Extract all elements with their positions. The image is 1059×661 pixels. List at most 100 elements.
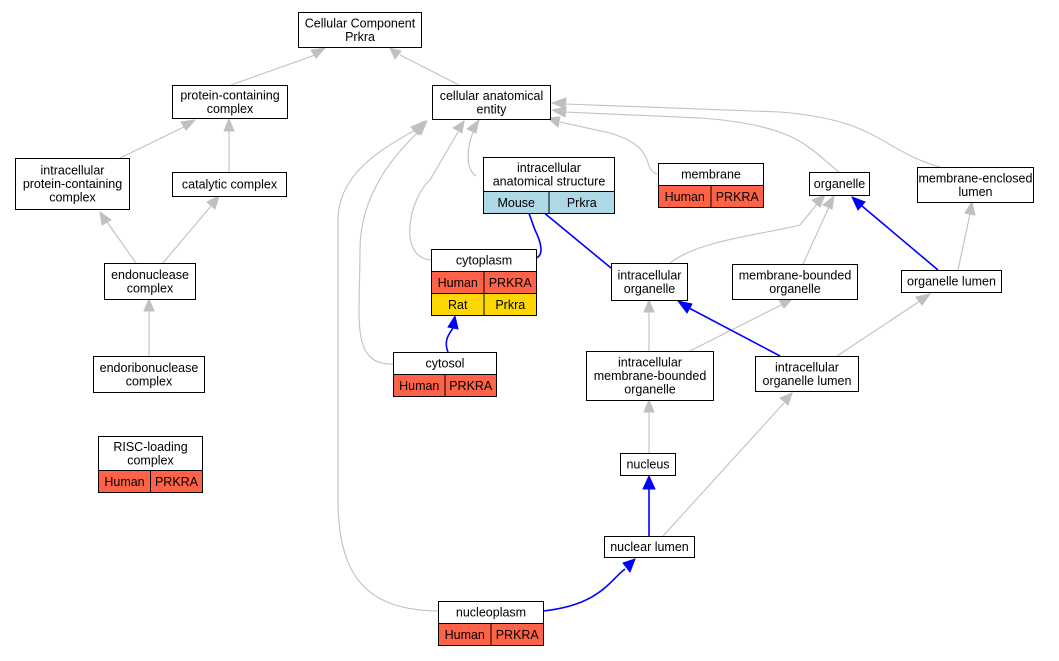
edge-arrowhead (964, 200, 976, 216)
edge-ol-to-organelle (851, 196, 939, 271)
node-label-line: cytosol (426, 357, 465, 371)
edge-catalytic-to-protein_complex (223, 117, 235, 172)
edge-line (119, 125, 187, 159)
edge-arrowhead (851, 196, 866, 211)
annotation-species: Human (438, 276, 478, 290)
edge-arrowhead (643, 398, 655, 413)
annotation-gene: Prkra (495, 298, 525, 312)
node-label-line: organelle lumen (763, 374, 852, 388)
edge-arrowhead (447, 314, 459, 330)
edges-layer (99, 47, 976, 612)
node-box (93, 356, 205, 393)
node-nuclear_lumen[interactable]: nuclear lumen (604, 536, 695, 558)
annotation-gene-cell (710, 185, 764, 208)
annotation-species: Human (445, 628, 485, 642)
node-label-line: complex (127, 453, 174, 467)
annotation-gene-cell (483, 293, 537, 316)
edge-line (662, 402, 785, 537)
edge-line (836, 300, 921, 357)
node-label-line: organelle (624, 383, 675, 397)
edge-cytosol-to-cae (358, 119, 429, 365)
edge-line (337, 129, 439, 612)
edge-arrowhead (915, 293, 932, 306)
node-label-line: nucleoplasm (456, 606, 526, 620)
annotation-gene-cell (150, 470, 203, 493)
edge-arrowhead (143, 297, 155, 312)
node-box (611, 263, 688, 301)
node-label-line: membrane-bounded (739, 268, 852, 282)
edge-imbo-to-mbo (689, 297, 795, 352)
node-label-line: intracellular (775, 360, 839, 374)
edge-line (564, 111, 840, 173)
edge-line (542, 568, 626, 612)
node-label-line: organelle (769, 282, 820, 296)
edge-arrowhead (822, 194, 835, 210)
node-organelle[interactable]: organelle (809, 172, 870, 196)
edge-line (861, 205, 939, 271)
edge-arrowhead (550, 106, 567, 118)
node-label-line: complex (207, 102, 254, 116)
edge-cae-to-root (389, 47, 460, 86)
edge-iol-to-io (676, 300, 781, 357)
edge-endonuclease-to-catalytic (162, 195, 220, 264)
annotation-gene-cell (548, 191, 615, 214)
edge-arrowhead (676, 300, 693, 314)
annotation-gene-cell (444, 374, 497, 397)
node-box (604, 536, 695, 558)
node-nucleus[interactable]: nucleus (620, 453, 676, 476)
edge-arrowhead (622, 558, 636, 574)
edge-line (688, 307, 781, 357)
annotation-species: Human (399, 379, 439, 393)
node-label-line: catalytic complex (182, 178, 278, 192)
node-label-line: intracellular (41, 164, 105, 178)
node-label-line: membrane (681, 168, 741, 182)
edge-organelle-to-cae (550, 106, 840, 173)
node-label-line: intracellular (618, 356, 682, 370)
edge-imbo-to-io (643, 298, 655, 351)
node-label-line: RISC-loading (113, 440, 187, 454)
node-label-line: organelle lumen (907, 275, 996, 289)
node-box (809, 172, 870, 196)
node-box (298, 12, 422, 48)
node-box (901, 270, 1002, 293)
node-ol[interactable]: organelle lumen (901, 270, 1002, 293)
edge-ias-to-cae (466, 118, 480, 177)
edge-arrowhead (550, 97, 567, 109)
node-label-line: membrane-enclosed (919, 171, 1033, 185)
node-label-line: endoribonuclease (100, 361, 199, 375)
node-label-line: protein-containing (23, 177, 122, 191)
node-box (917, 167, 1034, 203)
edge-nucleus-to-imbo (643, 398, 655, 453)
node-label-line: endonuclease (111, 268, 189, 282)
edge-line (358, 131, 419, 365)
node-label-line: lumen (958, 185, 992, 199)
edge-protein_complex-to-root (230, 47, 327, 86)
edge-line (230, 54, 316, 86)
annotation-gene: PRKRA (155, 475, 199, 489)
edge-line (467, 131, 477, 177)
node-catalytic[interactable]: catalytic complex (172, 172, 287, 197)
node-label-line: complex (126, 374, 173, 388)
annotation-gene: PRKRA (489, 276, 533, 290)
